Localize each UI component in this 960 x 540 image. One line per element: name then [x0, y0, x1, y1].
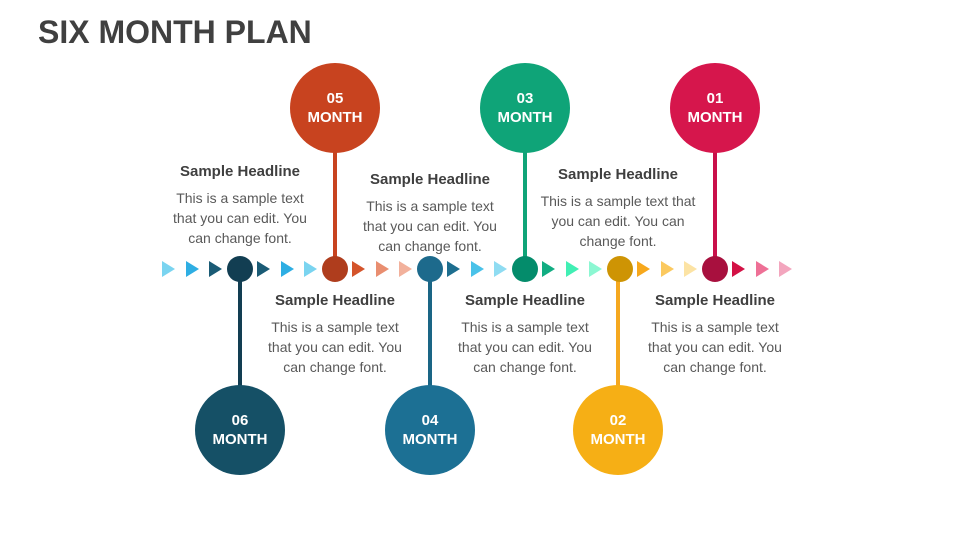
arrow-triangle-icon — [209, 261, 223, 277]
month-04-headline: Sample Headline — [369, 171, 491, 188]
arrow-triangle-icon — [304, 261, 318, 277]
month-04-connector-line — [428, 269, 432, 389]
month-05-circle: 05 MONTH — [290, 63, 380, 153]
month-03-headline: Sample Headline — [464, 292, 586, 309]
month-03-circle: 03 MONTH — [480, 63, 570, 153]
timeline-node-month-06 — [227, 256, 253, 282]
month-05-number: 05 — [326, 90, 344, 107]
timeline-node-month-02 — [607, 256, 633, 282]
month-01-text-block: Sample Headline This is a sample text th… — [640, 292, 790, 377]
month-06-body: This is a sample text that you can edit.… — [173, 190, 307, 246]
month-04-number: 04 — [421, 412, 439, 429]
arrow-triangle-icon — [494, 261, 508, 277]
month-05-headline: Sample Headline — [274, 292, 396, 309]
month-04-circle: 04 MONTH — [385, 385, 475, 475]
month-05-connector-line — [333, 148, 337, 269]
month-06-word: MONTH — [212, 431, 268, 448]
arrow-triangle-icon — [446, 261, 460, 277]
timeline-node-month-04 — [417, 256, 443, 282]
month-06-headline: Sample Headline — [179, 163, 301, 180]
month-03-word: MONTH — [497, 109, 553, 126]
arrow-triangle-icon — [589, 261, 603, 277]
month-06-circle: 06 MONTH — [195, 385, 285, 475]
month-04-body: This is a sample text that you can edit.… — [363, 198, 497, 254]
arrow-triangle-icon — [660, 261, 674, 277]
month-02-connector-line — [616, 269, 620, 389]
month-03-text-block: Sample Headline This is a sample text th… — [450, 292, 600, 377]
arrow-triangle-icon — [684, 261, 698, 277]
month-02-body: This is a sample text that you can edit.… — [540, 193, 696, 249]
arrow-triangle-icon — [399, 261, 413, 277]
arrow-triangle-icon — [779, 261, 793, 277]
month-02-number: 02 — [609, 412, 627, 429]
arrow-triangle-icon — [375, 261, 389, 277]
month-01-word: MONTH — [687, 109, 743, 126]
month-06-text-block: Sample Headline This is a sample text th… — [165, 163, 315, 248]
month-05-text-block: Sample Headline This is a sample text th… — [260, 292, 410, 377]
month-06-number: 06 — [231, 412, 249, 429]
month-03-body: This is a sample text that you can edit.… — [458, 319, 592, 375]
timeline-node-month-01 — [702, 256, 728, 282]
month-04-text-block: Sample Headline This is a sample text th… — [355, 171, 505, 256]
month-05-word: MONTH — [307, 109, 363, 126]
arrow-triangle-icon — [161, 261, 175, 277]
timeline-node-month-05 — [322, 256, 348, 282]
month-01-number: 01 — [706, 90, 724, 107]
month-03-number: 03 — [516, 90, 534, 107]
month-02-headline: Sample Headline — [557, 166, 679, 183]
arrow-triangle-icon — [731, 261, 745, 277]
month-01-connector-line — [713, 148, 717, 269]
month-01-headline: Sample Headline — [654, 292, 776, 309]
month-02-circle: 02 MONTH — [573, 385, 663, 475]
page-title: SIX MONTH PLAN — [38, 14, 312, 50]
arrow-triangle-icon — [185, 261, 199, 277]
month-02-text-block: Sample Headline This is a sample text th… — [533, 166, 703, 251]
timeline-node-month-03 — [512, 256, 538, 282]
month-06-connector-line — [238, 269, 242, 389]
month-05-body: This is a sample text that you can edit.… — [268, 319, 402, 375]
arrow-triangle-icon — [256, 261, 270, 277]
arrow-triangle-icon — [541, 261, 555, 277]
month-01-body: This is a sample text that you can edit.… — [648, 319, 782, 375]
arrow-triangle-icon — [280, 261, 294, 277]
month-02-word: MONTH — [590, 431, 646, 448]
month-04-word: MONTH — [402, 431, 458, 448]
arrow-triangle-icon — [636, 261, 650, 277]
arrow-triangle-icon — [470, 261, 484, 277]
month-03-connector-line — [523, 148, 527, 269]
arrow-triangle-icon — [351, 261, 365, 277]
month-01-circle: 01 MONTH — [670, 63, 760, 153]
arrow-triangle-icon — [565, 261, 579, 277]
arrow-triangle-icon — [755, 261, 769, 277]
